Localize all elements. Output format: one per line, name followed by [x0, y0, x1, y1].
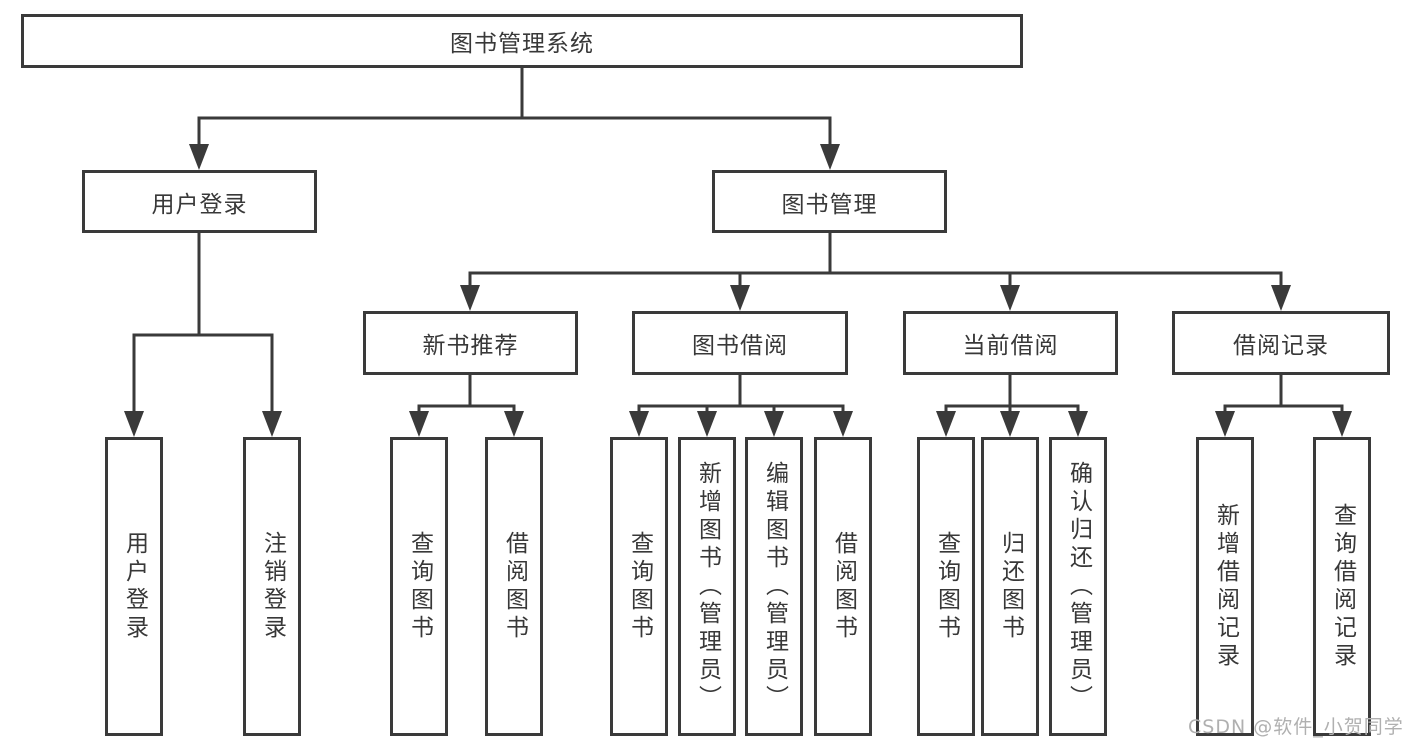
leaf-query-books-borrow: 查询图书: [610, 437, 668, 736]
leaf-confirm-return-admin: 确认归还（管理员）: [1049, 437, 1107, 736]
node-root-system: 图书管理系统: [21, 14, 1023, 68]
leaf-label: 查询图书: [933, 530, 960, 643]
leaf-label: 编辑图书（管理员）: [761, 460, 788, 713]
leaf-label: 确认归还（管理员）: [1065, 460, 1092, 713]
node-book-borrow: 图书借阅: [632, 311, 848, 375]
leaf-label: 注销登录: [259, 530, 286, 643]
leaf-label: 查询图书: [406, 530, 433, 643]
node-book-management-branch: 图书管理: [712, 170, 947, 233]
leaf-label: 归还图书: [997, 530, 1024, 643]
leaf-query-books-recommend: 查询图书: [390, 437, 448, 736]
leaf-label: 查询图书: [626, 530, 653, 643]
node-user-login-branch: 用户登录: [82, 170, 317, 233]
leaf-edit-books-admin: 编辑图书（管理员）: [745, 437, 803, 736]
leaf-borrow-books: 借阅图书: [814, 437, 872, 736]
csdn-watermark: CSDN @软件_小贺同学: [1188, 716, 1404, 738]
leaf-label: 新增借阅记录: [1212, 502, 1239, 671]
leaf-add-borrow-record: 新增借阅记录: [1196, 437, 1254, 736]
leaf-logout: 注销登录: [243, 437, 301, 736]
node-current-borrow: 当前借阅: [903, 311, 1118, 375]
leaf-label: 借阅图书: [830, 530, 857, 643]
leaf-borrow-books-recommend: 借阅图书: [485, 437, 543, 736]
leaf-label: 新增图书（管理员）: [694, 460, 721, 713]
leaf-label: 查询借阅记录: [1329, 502, 1356, 671]
node-borrow-records: 借阅记录: [1172, 311, 1390, 375]
leaf-query-borrow-record: 查询借阅记录: [1313, 437, 1371, 736]
node-new-book-recommend: 新书推荐: [363, 311, 578, 375]
leaf-label: 用户登录: [121, 530, 148, 643]
leaf-label: 借阅图书: [501, 530, 528, 643]
leaf-return-books: 归还图书: [981, 437, 1039, 736]
leaf-user-login: 用户登录: [105, 437, 163, 736]
leaf-add-books-admin: 新增图书（管理员）: [678, 437, 736, 736]
leaf-query-books-current: 查询图书: [917, 437, 975, 736]
